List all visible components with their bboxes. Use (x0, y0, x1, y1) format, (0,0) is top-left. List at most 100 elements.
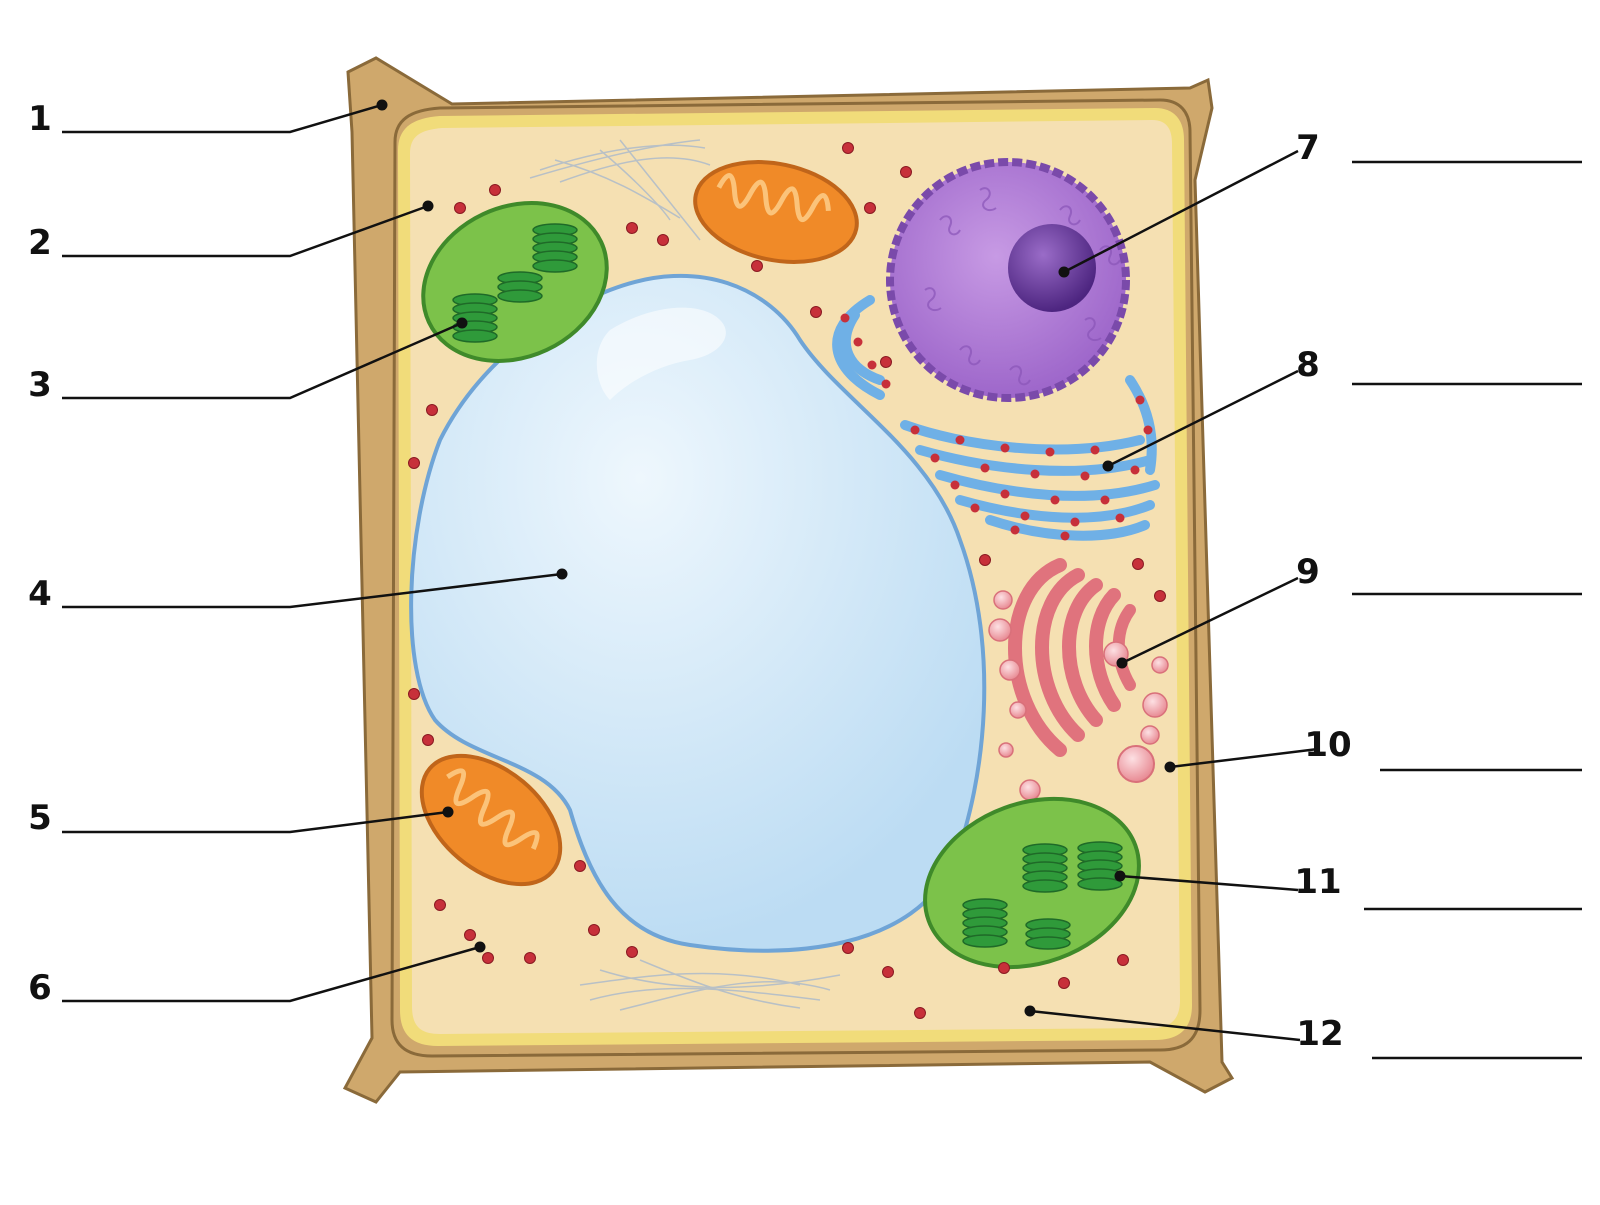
label-8: 8 (1296, 345, 1320, 385)
central-vacuole (409, 274, 987, 953)
ribosome (979, 554, 991, 566)
leader-dot-1 (376, 99, 388, 111)
ribosome (867, 360, 877, 370)
leader-line-8 (1107, 369, 1299, 468)
leader-line-6 (62, 945, 481, 1003)
grana-bottom (962, 841, 1123, 950)
number-labels: 1 2 3 4 5 6 7 8 9 10 11 12 (28, 99, 1352, 1054)
leader-dot-4 (556, 568, 568, 580)
ribosome (489, 184, 501, 196)
chloroplast-bottom (923, 796, 1141, 970)
ribosome (426, 404, 438, 416)
ribosome (900, 166, 912, 178)
nuclear-envelope (886, 158, 1130, 402)
leader-dot-9 (1116, 657, 1128, 669)
ribosome (524, 952, 536, 964)
leader-dot-5 (442, 806, 454, 818)
vesicle (1140, 725, 1160, 745)
ribosome (1000, 489, 1010, 499)
vesicles (988, 590, 1169, 801)
nucleus (886, 158, 1130, 402)
ribosome (1135, 395, 1145, 405)
vesicle (988, 618, 1012, 642)
label-6: 6 (28, 968, 52, 1008)
ribosome (1010, 525, 1020, 535)
label-1: 1 (28, 99, 52, 139)
ribosome (1117, 954, 1129, 966)
ribosome (1050, 495, 1060, 505)
label-5: 5 (28, 798, 52, 838)
thylakoid-disc (497, 289, 543, 303)
ribosome (626, 222, 638, 234)
leader-line-12 (1029, 1009, 1301, 1042)
vesicle (1142, 692, 1168, 718)
leader-line-4 (62, 572, 563, 609)
ribosome (881, 379, 891, 389)
vesicle (1019, 779, 1041, 801)
label-11: 11 (1294, 862, 1341, 902)
ribosome (810, 306, 822, 318)
cell-wall-inner-edge (390, 98, 1202, 1058)
ribosome (930, 453, 940, 463)
leader-line-9 (1121, 576, 1299, 665)
thylakoid-disc (532, 259, 578, 273)
ribosome (1000, 443, 1010, 453)
ribosome (842, 942, 854, 954)
vesicle (1151, 656, 1169, 674)
ribosome (1143, 425, 1153, 435)
ribosome (1030, 469, 1040, 479)
leader-line-1 (62, 103, 383, 134)
nucleolus (1008, 224, 1096, 312)
mitochondrion-bottom (419, 753, 563, 887)
ribosome (408, 457, 420, 469)
ribosome (1132, 558, 1144, 570)
ribosome (464, 929, 476, 941)
answer-blanks (1352, 160, 1582, 1060)
label-4: 4 (28, 574, 52, 614)
ribosome (970, 503, 980, 513)
leader-dot-10 (1164, 761, 1176, 773)
label-12: 12 (1296, 1014, 1343, 1054)
leader-dot-3 (456, 317, 468, 329)
ribosome (955, 435, 965, 445)
label-9: 9 (1296, 552, 1320, 592)
leader-line-5 (62, 810, 449, 834)
ribosome (408, 688, 420, 700)
thylakoid-disc (1022, 879, 1068, 893)
leader-dot-8 (1102, 460, 1114, 472)
ribosome (626, 946, 638, 958)
ribosome (1080, 471, 1090, 481)
ribosome (1090, 445, 1100, 455)
ribosome (842, 142, 854, 154)
ribosome (1115, 513, 1125, 523)
thylakoid-disc (962, 934, 1008, 948)
chromatin (924, 187, 1121, 386)
ribosome (1060, 531, 1070, 541)
ribosome (751, 260, 763, 272)
leader-dot-2 (422, 200, 434, 212)
mitochondrion-top (693, 160, 859, 264)
vesicle (999, 659, 1021, 681)
ribosome (1045, 447, 1055, 457)
leader-dot-11 (1114, 870, 1126, 882)
ribosome (880, 356, 892, 368)
ribosome (1070, 517, 1080, 527)
label-2: 2 (28, 223, 52, 263)
thylakoid-disc (452, 329, 498, 343)
cytoskeleton-fibers-top (529, 139, 711, 241)
leader-dot-12 (1024, 1005, 1036, 1017)
leader-line-10 (1169, 747, 1319, 769)
leader-dot-6 (474, 941, 486, 953)
ribosome (1058, 977, 1070, 989)
ribosome (950, 480, 960, 490)
ribosome (1130, 465, 1140, 475)
ribosome (434, 899, 446, 911)
label-3: 3 (28, 365, 52, 405)
ribosome (574, 860, 586, 872)
ribosome (482, 952, 494, 964)
label-7: 7 (1296, 128, 1320, 168)
ribosome (914, 1007, 926, 1019)
vesicle (998, 742, 1014, 758)
